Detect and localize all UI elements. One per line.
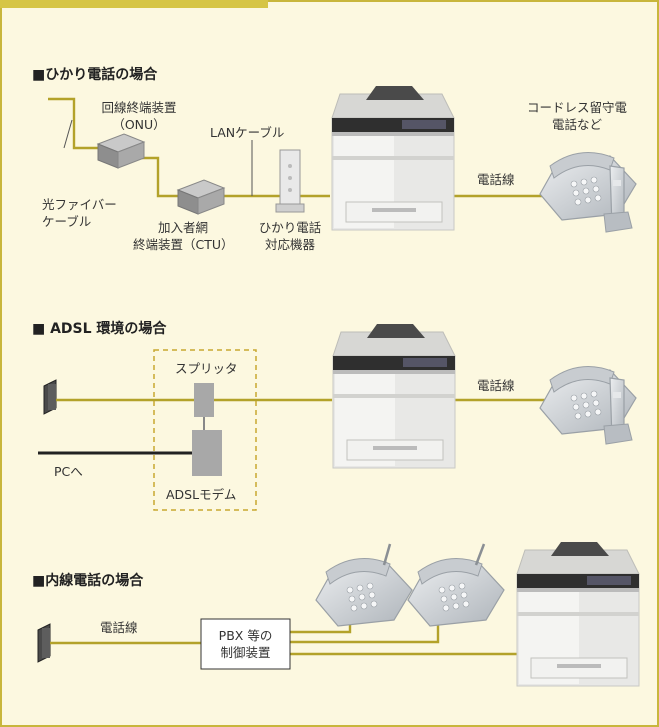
adsl-dashed-box	[153, 349, 257, 511]
header-rule	[268, 0, 659, 2]
ctu-label: 加入者網終端装置（CTU）	[133, 220, 234, 252]
adsl-modem-device	[192, 430, 222, 476]
header-tab	[0, 0, 268, 8]
section-title-hikari: ■ひかり電話の場合	[32, 67, 158, 83]
pbx-control-box	[200, 618, 291, 670]
fiber-label: 光ファイバーケーブル	[42, 197, 117, 229]
ctu-device	[177, 179, 225, 215]
section-title-pbx: ■内線電話の場合	[32, 573, 144, 589]
cordless-label: コードレス留守電電話など	[526, 100, 627, 132]
splitter-device	[194, 383, 214, 417]
hikari-device-label: ひかり電話対応機器	[258, 220, 322, 252]
onu-label: 回線終端装置（ONU）	[101, 100, 177, 132]
phone-line-label-hikari: 電話線	[477, 172, 515, 187]
pbx-wall-jack	[37, 623, 51, 663]
hikari-adapter-device	[275, 149, 305, 213]
adsl-modem-label: ADSLモデム	[166, 487, 237, 502]
phone-pbx-1	[315, 557, 413, 627]
onu-device	[97, 133, 145, 169]
phone-line-label-adsl: 電話線	[477, 378, 515, 393]
printer-adsl	[332, 323, 456, 469]
lan-cable-label: LANケーブル	[210, 125, 285, 140]
splitter-label: スプリッタ	[175, 361, 238, 376]
phone-pbx-2	[407, 557, 505, 627]
pbx-label: PBX 等の制御装置	[218, 628, 273, 660]
section-title-adsl: ■ ADSL 環境の場合	[32, 321, 167, 337]
fiber-pointer	[63, 119, 73, 149]
adsl-wall-jack	[43, 379, 57, 415]
printer-pbx	[516, 541, 640, 687]
printer-hikari	[331, 85, 455, 231]
pc-label: PCへ	[54, 464, 83, 479]
phone-line-label-pbx: 電話線	[100, 620, 138, 635]
hikari-connection-lines	[48, 97, 548, 198]
